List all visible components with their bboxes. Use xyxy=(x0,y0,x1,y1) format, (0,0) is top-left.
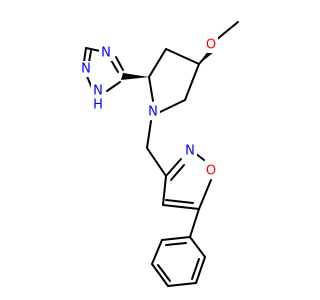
bond-c4-c5 xyxy=(184,63,200,101)
bond-c4-c3 xyxy=(165,48,200,65)
atom-bg-n-triazole-nh xyxy=(91,83,105,111)
bond-triazole-c5-n1-inner xyxy=(88,50,92,63)
bonds xyxy=(83,21,239,287)
bond-ph-5 xyxy=(151,239,163,265)
bond-isox-c3-n-inner xyxy=(170,164,185,181)
bond-isox-c5-c4 xyxy=(162,204,200,210)
atom-n-pyrrolidine: N xyxy=(148,105,158,120)
bond-c3-c2 xyxy=(148,48,167,78)
bond-ph-inner-1 xyxy=(191,258,200,280)
bond-ph-6 xyxy=(161,236,191,241)
bond-n1-ch2 xyxy=(146,120,152,149)
bond-ph-1 xyxy=(189,236,206,258)
atom-bg-n-pyrrolidine xyxy=(146,104,160,120)
bond-isox-o-c5 xyxy=(198,179,212,210)
atom-n-triazole-top: N xyxy=(101,46,111,61)
atom-o-methoxy: O xyxy=(206,38,216,53)
atom-n-triazole-left: N xyxy=(81,62,91,77)
bond-isox-c4-c3 xyxy=(162,175,167,206)
bond-ph-inner-2 xyxy=(157,264,171,282)
bond-ch2-isoxazole xyxy=(146,147,167,177)
bond-c5-n1 xyxy=(157,99,186,114)
bond-methyl-o xyxy=(215,21,239,41)
atom-bg-n-triazole-top xyxy=(99,45,113,61)
bond-isox-c5-c4-inner xyxy=(165,199,194,204)
atom-o-isoxazole: O xyxy=(206,164,216,179)
atom-n-isoxazole: N xyxy=(185,144,195,159)
molecule-structure: O N N N H N N O xyxy=(79,21,239,287)
wedge-bond-c2-triazole xyxy=(121,73,149,80)
bond-triazole-n2-c3 xyxy=(106,81,121,92)
bond-ph-inner-3 xyxy=(165,242,187,246)
bond-triazole-c3-n4 xyxy=(110,59,119,73)
bond-ph-4 xyxy=(151,263,169,287)
atom-bg-o-methoxy xyxy=(204,37,218,53)
bond-n1-c2 xyxy=(148,76,154,102)
bond-triazole-c3-n4-inner xyxy=(115,56,124,71)
bond-triazole-c5-n1 xyxy=(83,47,87,63)
atom-bg-o-isoxazole xyxy=(204,163,218,179)
bond-isox-c3-n xyxy=(165,158,182,177)
bond-isox-phenyl xyxy=(189,208,200,238)
atom-n-triazole-nh: N xyxy=(93,84,103,99)
bond-ph-3 xyxy=(167,282,197,287)
atom-h-triazole-nh: H xyxy=(93,98,103,113)
atom-bg-n-isoxazole xyxy=(183,143,197,159)
bond-ph-2 xyxy=(195,256,206,284)
atom-bg-n-triazole-left xyxy=(79,61,93,77)
bond-triazole-n4-c5 xyxy=(85,47,101,52)
atom-labels: O N N N H N N O xyxy=(79,37,218,179)
